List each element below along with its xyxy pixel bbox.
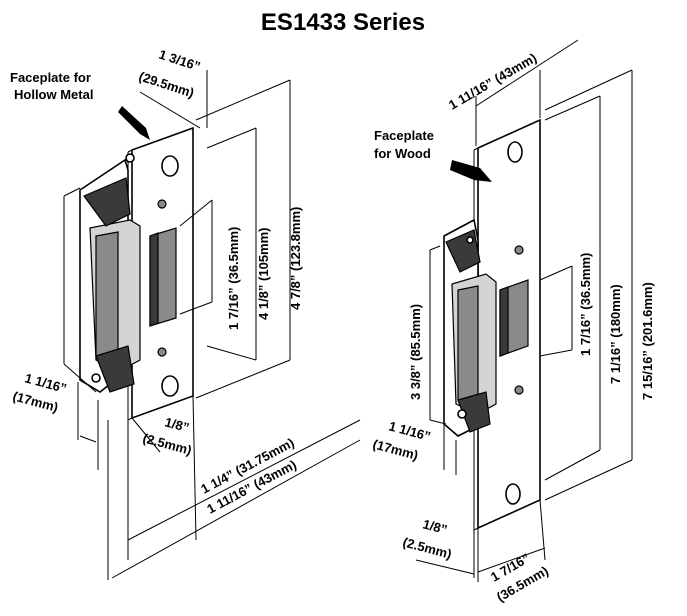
left-faceplate-label-line2: Hollow Metal bbox=[14, 87, 93, 102]
right-screw-bottom bbox=[514, 385, 524, 395]
right-dim-thickness-mm: (2.5mm) bbox=[401, 534, 453, 561]
right-dim-thickness-fraction: 1/8” bbox=[421, 516, 449, 537]
right-screw-top bbox=[514, 245, 524, 255]
right-dim-side-mm: (17mm) bbox=[371, 436, 420, 462]
left-label-arrow-icon bbox=[118, 106, 150, 140]
left-faceplate-hole-bottom bbox=[161, 375, 179, 397]
right-dim-top: 1 11/16” (43mm) bbox=[446, 50, 539, 112]
left-faceplate-hole-top bbox=[161, 155, 179, 177]
right-faceplate-label-line2: for Wood bbox=[374, 146, 431, 161]
right-dimension-lines bbox=[415, 39, 633, 582]
left-dim-c: 4 7/8” (123.8mm) bbox=[288, 207, 303, 310]
left-dim-thickness-fraction: 1/8” bbox=[163, 414, 191, 435]
right-dim-b: 1 7/16” (36.5mm) bbox=[578, 253, 593, 356]
left-dim-a: 1 7/16” (36.5mm) bbox=[226, 227, 241, 330]
right-dim-d: 7 15/16” (201.6mm) bbox=[640, 282, 655, 400]
diagram-title: ES1433 Series bbox=[261, 9, 425, 36]
right-faceplate-hole-bottom bbox=[505, 483, 521, 505]
right-strike-drawing bbox=[443, 118, 541, 531]
left-dimension-lines bbox=[63, 70, 361, 580]
right-dim-side-fraction: 1 1/16” bbox=[387, 418, 432, 444]
left-faceplate-label-line1: Faceplate for bbox=[10, 70, 91, 85]
right-dim-c: 7 1/16” (180mm) bbox=[608, 284, 623, 384]
left-screw-bottom bbox=[157, 347, 167, 357]
left-strike-drawing bbox=[79, 126, 194, 421]
left-dim-b: 4 1/8” (105mm) bbox=[256, 228, 271, 321]
right-faceplate-hole-top bbox=[507, 141, 523, 163]
left-screw-top bbox=[157, 199, 167, 209]
left-dim-top-fraction: 1 3/16” bbox=[157, 47, 202, 74]
right-label-arrow-icon bbox=[450, 160, 492, 182]
right-faceplate-label-line1: Faceplate bbox=[374, 128, 434, 143]
right-dim-a: 3 3/8” (85.5mm) bbox=[408, 304, 423, 400]
